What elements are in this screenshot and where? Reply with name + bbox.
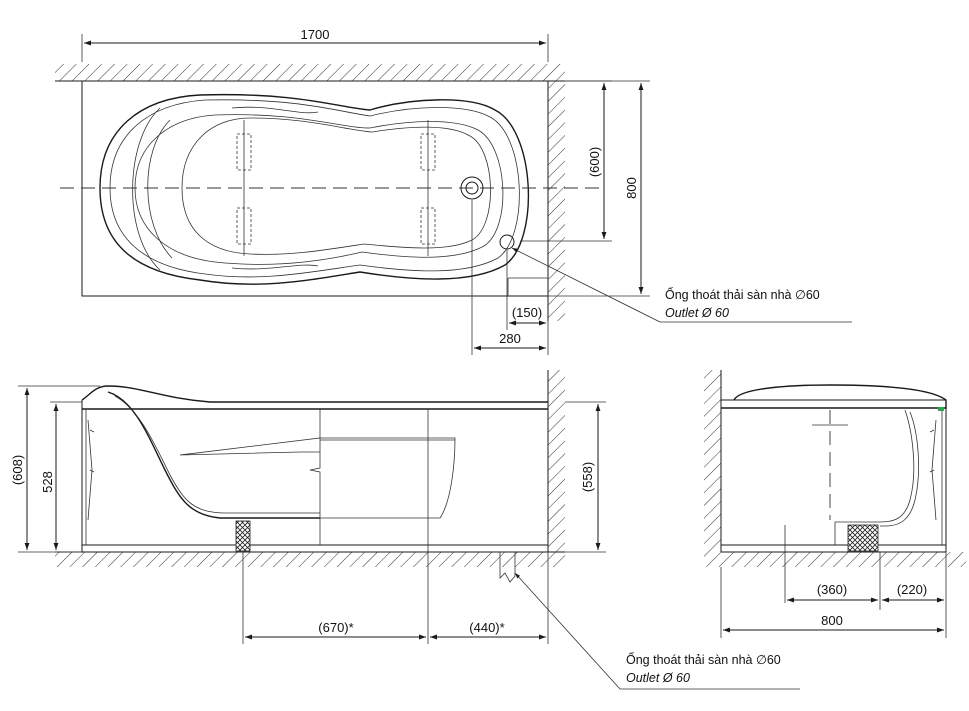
side-backrest — [107, 391, 320, 519]
plan-support-feet — [236, 133, 436, 245]
side-support-block — [235, 520, 251, 552]
end-tub-rim — [721, 384, 947, 409]
end-view: (360) (220) 800 — [704, 370, 966, 638]
side-view: (608) 528 (558) (670)* (440)* Ống thoát … — [10, 370, 800, 690]
side-drain-pipe — [499, 552, 516, 583]
side-floor — [55, 552, 565, 567]
plan-drain-icon — [460, 176, 484, 200]
plan-tub-shell-mid — [109, 99, 520, 278]
plan-tub-shell-outer — [99, 93, 530, 285]
dim-608-label: (608) — [10, 455, 25, 485]
dim-220-label: (220) — [897, 582, 927, 597]
plan-wall-right — [548, 81, 565, 321]
side-callout-en: Outlet Ø 60 — [626, 671, 690, 685]
dim-558-label: (558) — [580, 462, 595, 492]
end-support-block — [847, 524, 879, 552]
dim-280-label: 280 — [499, 331, 521, 346]
dim-440-label: (440)* — [469, 620, 504, 635]
dim-800-plan-label: 800 — [624, 177, 639, 199]
side-wall-right — [548, 370, 565, 552]
plan-tub-outline — [81, 80, 549, 297]
plan-callout-en: Outlet Ø 60 — [665, 306, 729, 320]
dim-670-label: (670)* — [318, 620, 353, 635]
end-wall-left — [704, 370, 721, 552]
dim-150-label: (150) — [512, 305, 542, 320]
side-callout-leader — [514, 572, 621, 690]
plan-outlet-icon — [499, 234, 515, 250]
plan-callout-vi: Ống thoát thải sàn nhà ∅60 — [665, 287, 820, 302]
plan-tub-basin-outer — [134, 114, 504, 265]
end-green-marker — [938, 407, 944, 411]
plan-callout-leader — [511, 247, 661, 323]
end-basin — [834, 409, 915, 545]
side-basin — [179, 437, 456, 519]
plan-tub-basin-inner — [181, 117, 491, 255]
dim-528-label: 528 — [40, 471, 55, 493]
dim-600-label: (600) — [587, 147, 602, 177]
plan-wall-top — [55, 64, 565, 81]
dim-800-end-label: 800 — [821, 613, 843, 628]
dim-360-label: (360) — [817, 582, 847, 597]
end-floor — [704, 552, 966, 567]
plan-headrest-groove — [231, 106, 319, 270]
side-callout-vi: Ống thoát thải sàn nhà ∅60 — [626, 652, 781, 667]
side-tub-rim — [81, 385, 548, 410]
plan-view: 1700 (600) 800 (150) 280 Ống thoát thải … — [55, 27, 852, 355]
dim-1700-label: 1700 — [301, 27, 330, 42]
